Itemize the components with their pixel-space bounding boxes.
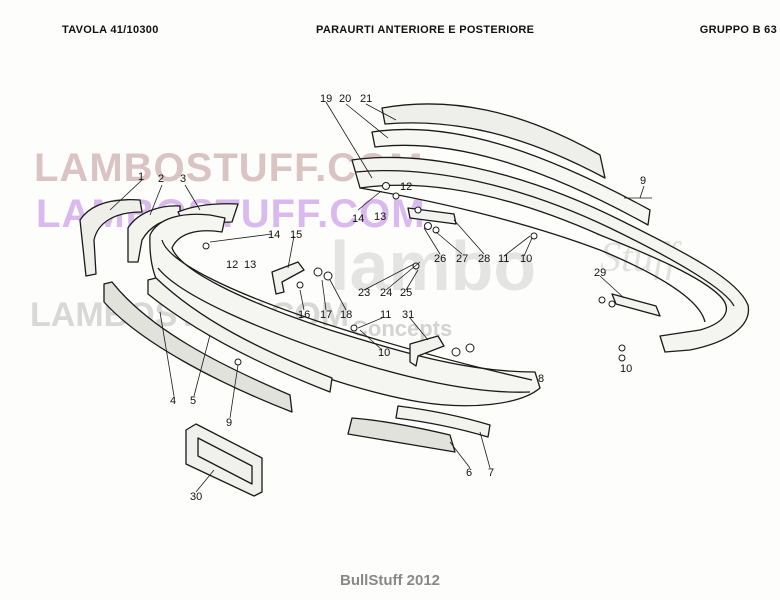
callout-7: 7 — [488, 467, 494, 479]
rear-trim-strip-21 — [381, 103, 606, 179]
washer-icon — [465, 343, 475, 353]
nut-icon — [392, 192, 400, 200]
callout-9-rear: 9 — [640, 175, 646, 187]
rear-rubber-insert-20 — [371, 128, 651, 226]
bolt-icon — [234, 358, 242, 366]
callout-26: 26 — [434, 253, 446, 265]
callout-16: 16 — [298, 309, 310, 321]
callout-23: 23 — [358, 287, 370, 299]
bracket-29 — [611, 293, 661, 317]
plate-bracket-window — [197, 437, 253, 485]
callout-10-right: 10 — [620, 363, 632, 375]
callout-1: 1 — [138, 171, 144, 183]
callout-11-rear: 11 — [498, 253, 509, 265]
rear-bumper-19 — [351, 156, 750, 353]
plate-bracket-30 — [185, 423, 263, 497]
callout-5: 5 — [190, 395, 196, 407]
washer-icon — [598, 296, 606, 304]
callout-2: 2 — [158, 173, 164, 185]
bolt-icon — [202, 242, 210, 250]
callout-3: 3 — [180, 173, 186, 185]
callout-10: 10 — [378, 347, 390, 359]
callout-27: 27 — [456, 253, 468, 265]
callout-15: 15 — [290, 229, 302, 241]
washer-icon — [424, 222, 432, 230]
callout-24: 24 — [380, 287, 392, 299]
rear-rubber-7 — [395, 405, 491, 438]
washer-icon — [414, 206, 422, 214]
callout-13-rear: 13 — [374, 211, 386, 223]
callout-6: 6 — [466, 467, 472, 479]
rear-bumper-inner-line — [355, 169, 735, 307]
callout-31: 31 — [402, 309, 414, 321]
bolt-icon — [296, 281, 304, 289]
lower-grille-strip-4 — [103, 281, 293, 413]
callout-21: 21 — [360, 93, 372, 105]
callout-8: 8 — [538, 373, 544, 385]
callout-4: 4 — [170, 395, 176, 407]
callout-29: 29 — [594, 267, 606, 279]
callout-28: 28 — [478, 253, 490, 265]
rear-bumper-lower-edge — [359, 187, 706, 323]
nut-icon — [530, 232, 538, 240]
callout-19: 19 — [320, 93, 332, 105]
diagram-title: PARAURTI ANTERIORE E POSTERIORE — [316, 24, 535, 36]
callout-9: 9 — [226, 417, 232, 429]
callout-12-rear: 12 — [400, 181, 412, 193]
nut-icon — [618, 354, 626, 362]
callout-14-rear: 14 — [352, 213, 364, 225]
nut-icon — [432, 226, 440, 234]
callout-20: 20 — [339, 93, 351, 105]
washer-icon — [451, 347, 461, 357]
rear-grille-6 — [347, 417, 456, 453]
callout-14: 14 — [268, 229, 280, 241]
washer-icon — [382, 182, 390, 190]
washer-icon — [313, 267, 323, 277]
callout-11: 11 — [380, 309, 391, 321]
callout-25: 25 — [400, 287, 412, 299]
washer-icon — [618, 344, 626, 352]
front-bumper-inner-line — [161, 239, 533, 381]
washer-icon — [323, 271, 333, 281]
callout-17: 17 — [320, 309, 332, 321]
callout-10-rear: 10 — [520, 253, 532, 265]
table-reference: TAVOLA 41/10300 — [62, 24, 159, 36]
footer-credit: BullStuff 2012 — [339, 572, 441, 589]
corner-trim-1 — [79, 199, 143, 277]
callout-12: 12 — [226, 259, 238, 271]
bracket-15 — [271, 261, 305, 295]
callout-13: 13 — [244, 259, 256, 271]
group-reference: GRUPPO B 63 — [699, 24, 777, 36]
nut-icon — [608, 300, 616, 308]
bolt-icon — [350, 324, 358, 332]
front-bumper-lower-edge — [157, 267, 531, 393]
callout-18: 18 — [340, 309, 352, 321]
callout-30: 30 — [190, 491, 202, 503]
rubber-strip-5 — [147, 277, 333, 393]
bracket-31 — [409, 335, 445, 367]
